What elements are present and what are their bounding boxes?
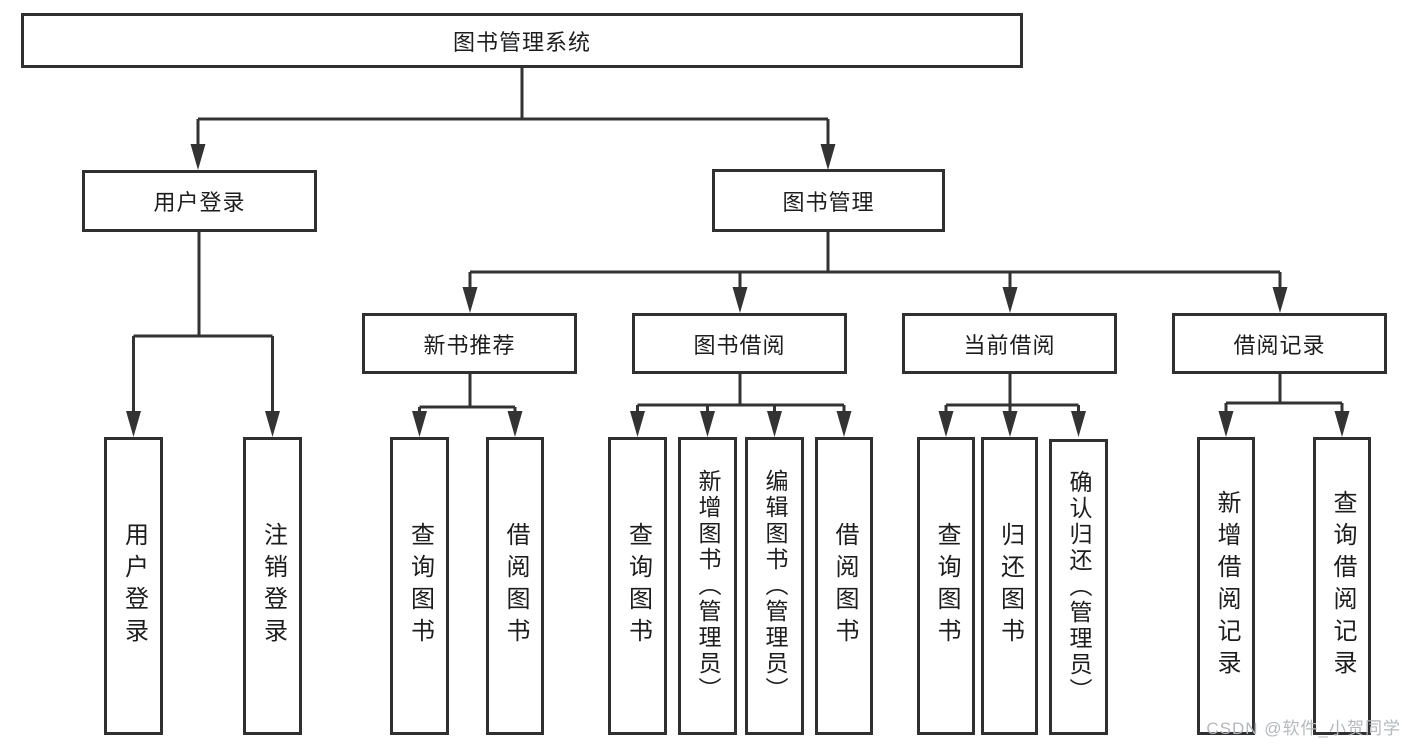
leaf-query-borrow-record-label: 查询借阅记录: [1329, 490, 1356, 682]
leaf-logout: 注销登录: [243, 437, 302, 735]
leaf-query-borrow-record: 查询借阅记录: [1313, 437, 1371, 735]
leaf-current-query-books: 查询图书: [917, 437, 975, 735]
leaf-borrow-query-books: 查询图书: [608, 437, 667, 735]
csdn-watermark: CSDN @软件_小贺同学: [1206, 719, 1401, 738]
node-borrow-records-label: 借阅记录: [1233, 332, 1326, 358]
leaf-return-books: 归还图书: [981, 437, 1038, 735]
leaf-add-borrow-record-label: 新增借阅记录: [1213, 490, 1240, 682]
node-book-management: 图书管理: [712, 169, 945, 232]
leaf-add-borrow-record: 新增借阅记录: [1197, 437, 1255, 735]
leaf-recommend-query-books: 查询图书: [390, 437, 449, 735]
node-book-borrow-label: 图书借阅: [693, 332, 786, 358]
leaf-user-login: 用户登录: [104, 437, 163, 735]
leaf-borrow-query-books-label: 查询图书: [624, 522, 652, 650]
node-root-system-label: 图书管理系统: [452, 29, 591, 55]
leaf-user-login-label: 用户登录: [120, 522, 148, 650]
node-root-system: 图书管理系统: [21, 13, 1023, 68]
node-user-login: 用户登录: [82, 170, 317, 232]
leaf-edit-books-admin-label: 编辑图书（管理员）: [762, 469, 788, 703]
leaf-confirm-return-admin: 确认归还（管理员）: [1049, 439, 1108, 735]
node-current-borrow: 当前借阅: [902, 313, 1117, 374]
leaf-current-query-books-label: 查询图书: [933, 522, 960, 650]
node-borrow-records: 借阅记录: [1172, 313, 1387, 374]
leaf-borrow-borrow-books: 借阅图书: [815, 437, 873, 735]
leaf-recommend-borrow-books-label: 借阅图书: [502, 522, 529, 650]
node-current-borrow-label: 当前借阅: [963, 332, 1056, 358]
leaf-recommend-borrow-books: 借阅图书: [486, 437, 544, 735]
node-user-login-label: 用户登录: [153, 190, 246, 215]
leaf-edit-books-admin: 编辑图书（管理员）: [745, 437, 804, 735]
node-new-book-recommend-label: 新书推荐: [423, 332, 516, 358]
leaf-add-books-admin: 新增图书（管理员）: [678, 437, 737, 735]
leaf-logout-label: 注销登录: [259, 522, 287, 650]
leaf-add-books-admin-label: 新增图书（管理员）: [695, 469, 721, 703]
node-book-borrow: 图书借阅: [632, 313, 847, 374]
node-book-management-label: 图书管理: [782, 189, 875, 215]
leaf-recommend-query-books-label: 查询图书: [406, 522, 434, 650]
leaf-return-books-label: 归还图书: [996, 522, 1024, 650]
leaf-borrow-borrow-books-label: 借阅图书: [831, 522, 858, 650]
node-new-book-recommend: 新书推荐: [362, 313, 577, 374]
leaf-confirm-return-admin-label: 确认归还（管理员）: [1066, 470, 1092, 704]
